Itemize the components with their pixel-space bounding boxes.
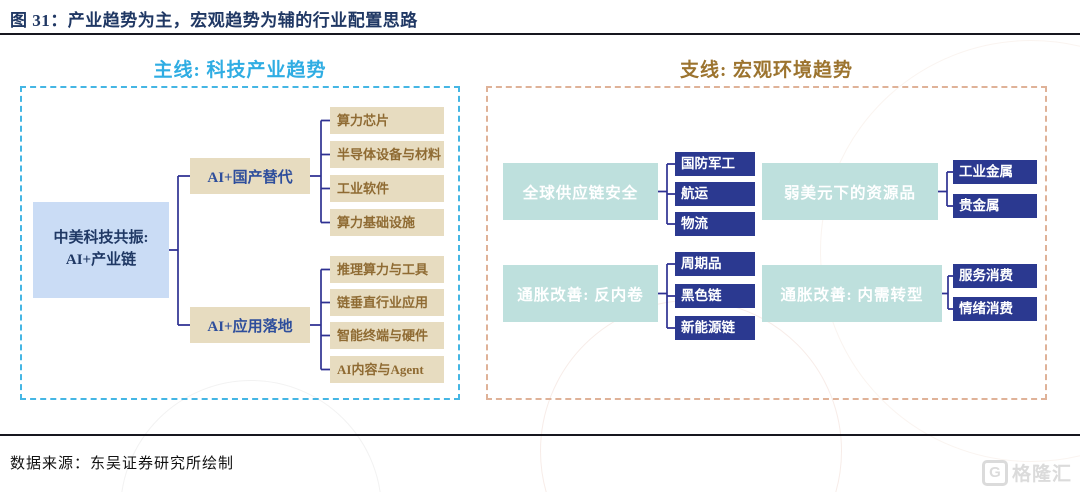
right-panel-macro-trend — [486, 86, 1047, 400]
brand-watermark: G 格隆汇 — [981, 459, 1072, 486]
title-divider — [0, 33, 1080, 35]
group-node-inflation-anti-involution: 通胀改善: 反内卷 — [503, 265, 658, 322]
left-panel-header: 主线: 科技产业趋势 — [153, 60, 327, 81]
leaf-node-computing-chips: 算力芯片 — [330, 107, 444, 134]
leaf-node-defense-military: 国防军工 — [675, 152, 755, 176]
leaf-node-smart-terminals-hardware: 智能终端与硬件 — [330, 322, 444, 349]
leaf-node-industrial-software: 工业软件 — [330, 175, 444, 202]
branch-node-ai-application: AI+应用落地 — [190, 307, 310, 343]
leaf-node-service-consumption: 服务消费 — [953, 264, 1037, 288]
gelonghui-logo-icon: G — [981, 459, 1008, 486]
leaf-node-logistics: 物流 — [675, 212, 755, 236]
root-node-china-us-tech: 中美科技共振: AI+产业链 — [33, 202, 169, 298]
root-node-line1: 中美科技共振: — [53, 230, 149, 247]
leaf-node-inference-computing-tools: 推理算力与工具 — [330, 256, 444, 283]
leaf-node-emotional-consumption: 情绪消费 — [953, 297, 1037, 321]
leaf-node-shipping: 航运 — [675, 182, 755, 206]
footer-divider — [0, 434, 1080, 436]
left-panel-tech-trend — [20, 86, 460, 400]
group-node-weak-dollar-resources: 弱美元下的资源品 — [762, 163, 938, 220]
leaf-node-precious-metals: 贵金属 — [953, 194, 1037, 218]
leaf-node-industrial-metals: 工业金属 — [953, 160, 1037, 184]
leaf-node-vertical-industry-apps: 链垂直行业应用 — [330, 289, 444, 316]
leaf-node-semi-equipment-materials: 半导体设备与材料 — [330, 141, 444, 168]
group-node-inflation-domestic-demand: 通胀改善: 内需转型 — [762, 265, 942, 322]
figure-title: 图 31：产业趋势为主，宏观趋势为辅的行业配置思路 — [10, 11, 418, 30]
leaf-node-computing-infrastructure: 算力基础设施 — [330, 209, 444, 236]
leaf-node-ai-content-agent: AI内容与Agent — [330, 356, 444, 383]
branch-node-domestic-substitution: AI+国产替代 — [190, 158, 310, 194]
gelonghui-logo-text: 格隆汇 — [1011, 464, 1072, 485]
leaf-node-cyclicals: 周期品 — [675, 252, 755, 276]
group-node-supply-chain-security: 全球供应链安全 — [503, 163, 658, 220]
root-node-line2: AI+产业链 — [65, 252, 137, 268]
leaf-node-ferrous-chain: 黑色链 — [675, 284, 755, 308]
data-source-text: 数据来源：东吴证券研究所绘制 — [10, 456, 235, 472]
right-panel-header: 支线: 宏观环境趋势 — [679, 60, 854, 81]
leaf-node-new-energy-chain: 新能源链 — [675, 316, 755, 340]
